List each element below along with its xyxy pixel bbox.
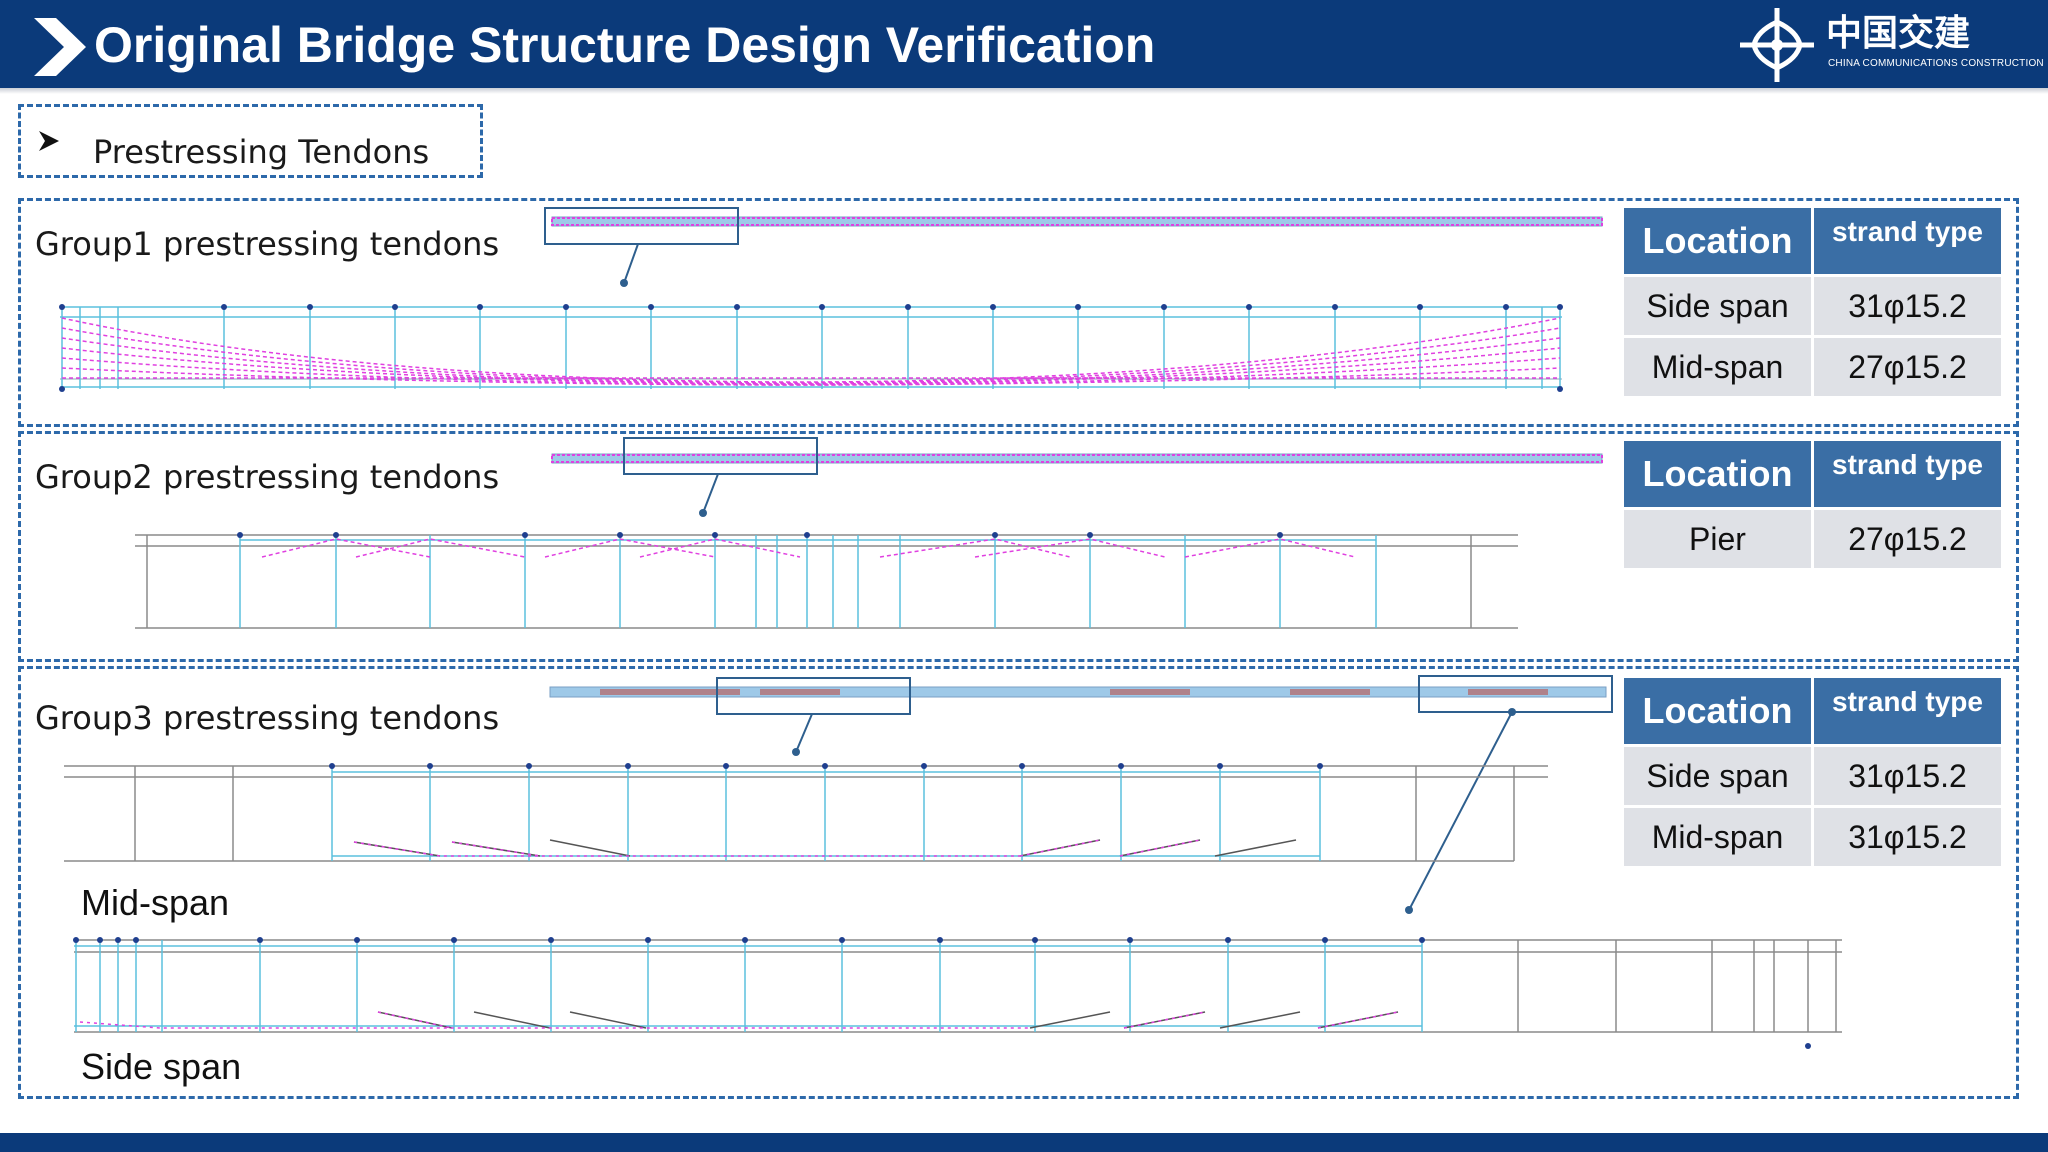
table-cell-strand-type: 27φ15.2 [1814,338,2001,396]
table-header-strand-type: strand type [1814,678,2001,744]
table-header-location: Location [1624,441,1811,507]
table-cell-strand-type: 31φ15.2 [1814,747,2001,805]
group1-title: Group1 prestressing tendons [35,225,500,263]
table-header-location: Location [1624,678,1811,744]
mid-span-label: Mid-span [81,882,230,923]
table-row: Mid-span 27φ15.2 [1624,338,2001,396]
table-row: Pier 27φ15.2 [1624,510,2001,568]
arrowhead-bullet-icon [39,131,59,151]
table-row: Side span 31φ15.2 [1624,747,2001,805]
company-logo: 中国交建 CHINA COMMUNICATIONS CONSTRUCTION [1730,4,2044,86]
page-title: Original Bridge Structure Design Verific… [94,17,1156,73]
group2-title: Group2 prestressing tendons [35,458,500,496]
group2-overview-strip [551,437,1603,517]
subsection-label: Prestressing Tendons [93,133,430,171]
group3-panel: Group3 prestressing tendons Mid-span Sid… [18,666,2019,1099]
logo-english-text: CHINA COMMUNICATIONS CONSTRUCTION [1828,58,2044,69]
group2-elevation [135,532,1518,629]
header-shadow [0,88,2048,94]
group1-strand-table: Location strand type Side span 31φ15.2 M… [1621,205,2004,399]
group2-strand-table: Location strand type Pier 27φ15.2 [1621,438,2004,571]
group3-title: Group3 prestressing tendons [35,699,500,737]
table-cell-strand-type: 27φ15.2 [1814,510,2001,568]
table-header-strand-type: strand type [1814,441,2001,507]
group1-panel: Group1 prestressing tendons Location str… [18,198,2019,427]
logo-chinese-text: 中国交建 [1826,13,1971,54]
table-cell-location: Mid-span [1624,338,1811,396]
table-cell-location: Side span [1624,747,1811,805]
group3-strand-table: Location strand type Side span 31φ15.2 M… [1621,675,2004,869]
subsection-box: Prestressing Tendons [18,104,483,178]
group1-elevation [59,304,1563,392]
footer-bar [0,1133,2048,1152]
group3-overview-strip [549,675,1613,914]
table-row: Side span 31φ15.2 [1624,277,2001,335]
table-cell-strand-type: 31φ15.2 [1814,808,2001,866]
table-cell-strand-type: 31φ15.2 [1814,277,2001,335]
group3-side-span-elevation [73,937,1842,1049]
table-header-location: Location [1624,208,1811,274]
header-bar: Original Bridge Structure Design Verific… [0,0,2048,88]
table-cell-location: Mid-span [1624,808,1811,866]
group2-panel: Group2 prestressing tendons Location str… [18,431,2019,662]
company-emblem-icon [1740,8,1814,82]
chevron-right-icon [34,18,86,76]
side-span-label: Side span [81,1046,242,1087]
group1-overview-strip [544,207,1603,287]
group3-mid-span-elevation [64,763,1548,862]
table-row: Mid-span 31φ15.2 [1624,808,2001,866]
table-cell-location: Pier [1624,510,1811,568]
table-cell-location: Side span [1624,277,1811,335]
table-header-strand-type: strand type [1814,208,2001,274]
